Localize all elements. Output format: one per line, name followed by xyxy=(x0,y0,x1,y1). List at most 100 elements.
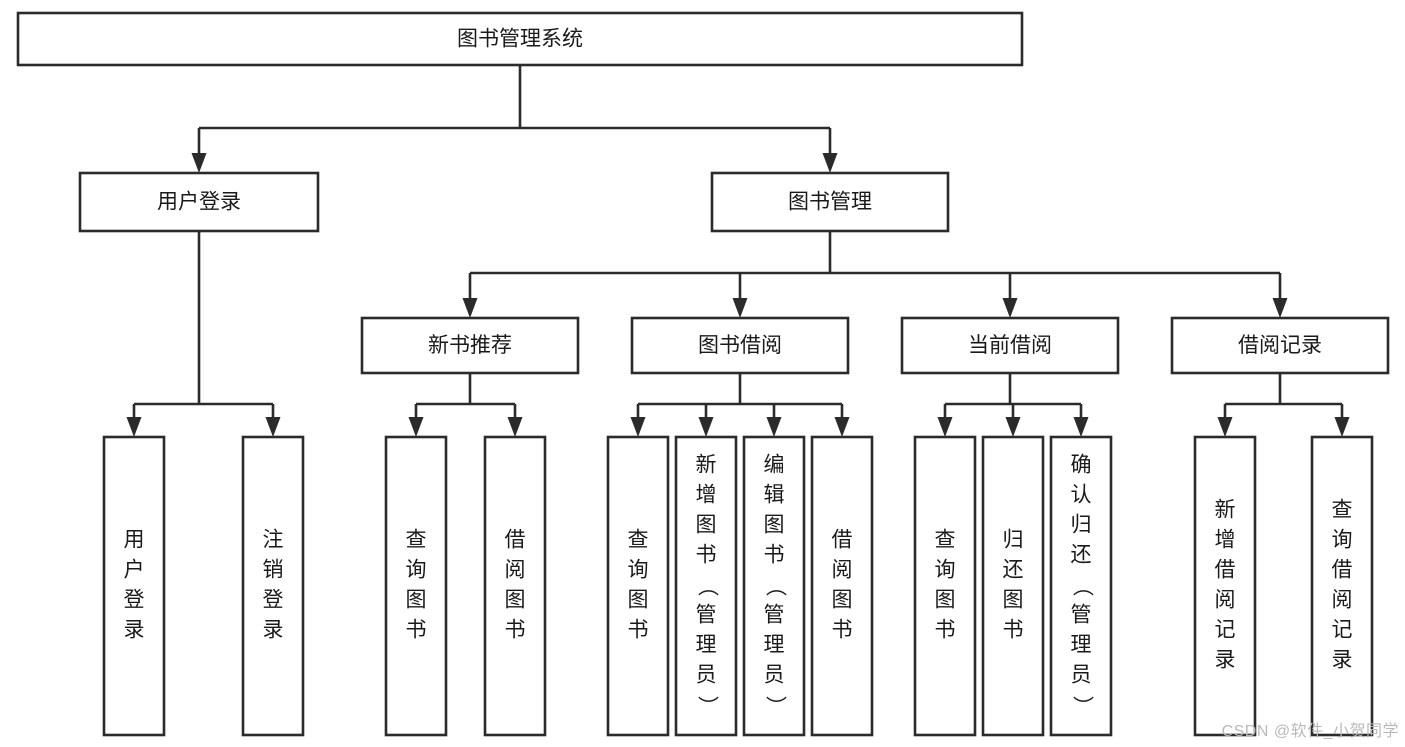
node-label-char: 录 xyxy=(1215,649,1236,672)
node-book-manage[interactable]: 图书管理 xyxy=(710,171,950,233)
node-box xyxy=(810,435,874,737)
node-label-char: 书 xyxy=(505,619,526,642)
node-label-char: 阅 xyxy=(505,559,526,582)
node-label-char: 归 xyxy=(1071,514,1092,537)
node-label-char: 理 xyxy=(764,634,785,657)
node-borrow-record[interactable]: 借阅记录 xyxy=(1170,316,1390,375)
node-box xyxy=(900,316,1120,375)
node-box xyxy=(384,435,448,737)
node-box xyxy=(981,435,1045,737)
node-label-char: 录 xyxy=(124,619,145,642)
node-label-char: 询 xyxy=(628,559,649,582)
node-box xyxy=(1310,435,1374,737)
node-box xyxy=(710,171,950,233)
node-label-char: 户 xyxy=(124,559,145,582)
node-label-char: 新 xyxy=(696,454,717,477)
node-label-char: 录 xyxy=(1332,649,1353,672)
node-label-char: 理 xyxy=(1071,634,1092,657)
node-label-char: 登 xyxy=(124,589,145,612)
node-label-char: ） xyxy=(1070,696,1093,717)
node-label-char: 图 xyxy=(764,514,785,537)
node-book-borrow[interactable]: 图书借阅 xyxy=(630,316,850,375)
node-label-char: 书 xyxy=(406,619,427,642)
node-box xyxy=(913,435,977,737)
node-label-char: 询 xyxy=(406,559,427,582)
node-layer: 图书管理系统用户登录图书管理新书推荐图书借阅当前借阅借阅记录用户登录注销登录查询… xyxy=(16,11,1390,737)
node-label-char: 还 xyxy=(1003,559,1024,582)
node-label-char: 书 xyxy=(935,619,956,642)
node-label-char: 图 xyxy=(628,589,649,612)
node-box xyxy=(78,171,320,233)
node-root[interactable]: 图书管理系统 xyxy=(16,11,1024,67)
node-label-char: 理 xyxy=(696,634,717,657)
node-label-char: 还 xyxy=(1071,544,1092,567)
node-label: 用户登录 xyxy=(157,191,241,214)
node-label-char: 员 xyxy=(764,664,785,687)
node-label-char: 记 xyxy=(1332,619,1353,642)
connector-layer xyxy=(126,65,1350,437)
node-label-char: 员 xyxy=(1071,664,1092,687)
node-label-char: 注 xyxy=(263,529,284,552)
node-box xyxy=(241,435,305,737)
node-box xyxy=(102,435,166,737)
node-label-char: 增 xyxy=(696,484,717,507)
node-label-char: 图 xyxy=(406,589,427,612)
node-label-char: 借 xyxy=(1332,559,1353,582)
node-label-char: 查 xyxy=(628,529,649,552)
node-box xyxy=(742,435,806,737)
node-user-login[interactable]: 用户登录 xyxy=(78,171,320,233)
node-label-char: 增 xyxy=(1215,529,1236,552)
node-label-char: 书 xyxy=(628,619,649,642)
node-leaf-user-login[interactable]: 用户登录 xyxy=(102,435,166,737)
node-label-char: 编 xyxy=(764,454,785,477)
node-label-char: ） xyxy=(763,696,786,717)
node-label-char: 借 xyxy=(1215,559,1236,582)
node-label-char: （ xyxy=(695,576,718,597)
node-label-char: 阅 xyxy=(1215,589,1236,612)
node-label-char: 询 xyxy=(1332,529,1353,552)
node-box xyxy=(1193,435,1257,737)
node-label-char: 借 xyxy=(832,529,853,552)
node-new-book-rec[interactable]: 新书推荐 xyxy=(360,316,580,375)
node-label: 图书管理系统 xyxy=(457,28,583,51)
node-label-char: 图 xyxy=(505,589,526,612)
node-label-char: （ xyxy=(763,576,786,597)
node-label-char: 确 xyxy=(1071,454,1092,477)
node-box xyxy=(606,435,670,737)
node-box xyxy=(483,435,547,737)
node-label-char: 销 xyxy=(263,559,284,582)
node-label-char: 图 xyxy=(832,589,853,612)
node-label-char: 书 xyxy=(764,544,785,567)
node-label-char: 辑 xyxy=(764,484,785,507)
node-label-char: 借 xyxy=(505,529,526,552)
node-label-char: 归 xyxy=(1003,529,1024,552)
node-label-char: 图 xyxy=(935,589,956,612)
node-label-char: 员 xyxy=(696,664,717,687)
node-label-char: 查 xyxy=(1332,499,1353,522)
node-label-char: 新 xyxy=(1215,499,1236,522)
node-current-borrow[interactable]: 当前借阅 xyxy=(900,316,1120,375)
node-label-char: 书 xyxy=(1003,619,1024,642)
node-label: 图书借阅 xyxy=(698,334,782,357)
node-label-char: 管 xyxy=(696,604,717,627)
node-label-char: 用 xyxy=(124,529,145,552)
node-label: 借阅记录 xyxy=(1238,334,1322,357)
node-label-char: 询 xyxy=(935,559,956,582)
node-label-char: 图 xyxy=(696,514,717,537)
node-label-char: 登 xyxy=(263,589,284,612)
node-label-char: 录 xyxy=(263,619,284,642)
